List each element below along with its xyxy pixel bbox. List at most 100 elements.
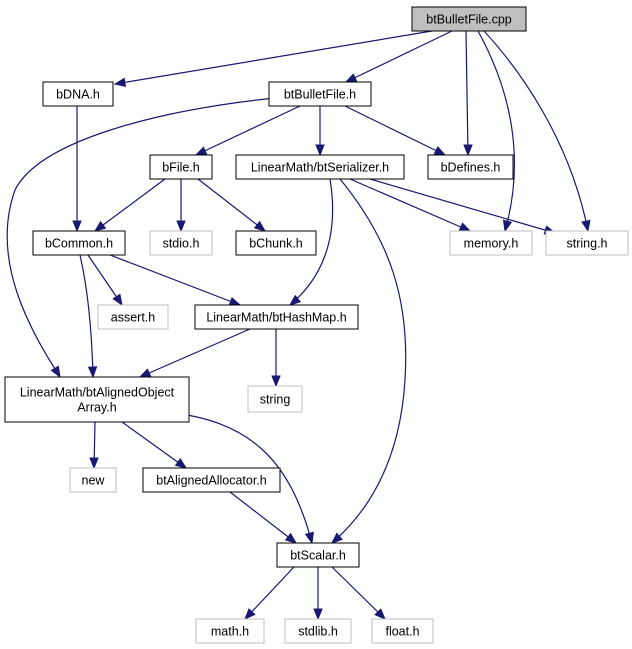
edge-line — [331, 178, 407, 544]
edge-line — [114, 30, 433, 85]
node-label: btScalar.h — [290, 549, 346, 563]
node-label: btBulletFile.cpp — [426, 13, 512, 27]
node-btSerializer-h[interactable]: LinearMath/btSerializer.h — [235, 154, 405, 180]
node-float-h: float.h — [371, 618, 434, 644]
arrowhead — [458, 222, 472, 232]
edge-bFile_h-to-bChunk_h — [197, 178, 267, 232]
node-box — [247, 385, 303, 413]
edge-btScalar_h-to-math_h — [244, 566, 295, 620]
arrowhead — [313, 608, 323, 621]
node-box — [276, 542, 360, 568]
edge-line — [229, 491, 297, 544]
node-box — [42, 81, 114, 107]
arrowhead — [374, 608, 386, 620]
node-bDNA-h[interactable]: bDNA.h — [42, 81, 114, 107]
arrowhead — [330, 532, 343, 544]
edge-line — [289, 178, 334, 306]
node-btBulletFile-h[interactable]: btBulletFile.h — [268, 81, 372, 107]
edge-line — [244, 566, 295, 620]
node-box — [149, 230, 213, 256]
node-label: memory.h — [464, 237, 519, 251]
node-bChunk-h[interactable]: bChunk.h — [235, 230, 317, 256]
arrowhead — [284, 532, 298, 544]
edge-line — [369, 178, 556, 234]
edge-bFile_h-to-stdio_h — [176, 179, 186, 233]
node-box — [268, 81, 372, 107]
node-box — [235, 230, 317, 256]
arrowhead — [113, 77, 127, 88]
node-box — [194, 304, 359, 330]
node-label: btBulletFile.h — [284, 88, 356, 102]
edge-bCommon_h-to-assert_h — [87, 254, 123, 307]
edge-line — [345, 30, 453, 83]
edge-layer — [6, 30, 591, 621]
edge-btBulletFile_h-to-btAlignedObjectArray_h — [6, 97, 276, 379]
node-label: stdio.h — [163, 237, 200, 251]
arrowhead — [253, 220, 267, 232]
edge-line — [477, 30, 515, 232]
node-layer: btBulletFile.cpp bDNA.h btBulletFile.h bFil… — [4, 6, 629, 644]
arrowhead — [288, 294, 302, 306]
node-label: stdlib.h — [298, 625, 338, 639]
edge-btBulletFile_cpp-to-bDNA_h — [113, 30, 433, 88]
node-label: new — [82, 474, 106, 488]
edge-line — [331, 566, 386, 620]
node-label: bChunk.h — [249, 237, 303, 251]
node-bFile-h[interactable]: bFile.h — [149, 154, 213, 180]
node-bCommon-h[interactable]: bCommon.h — [32, 230, 126, 256]
node-math-h: math.h — [195, 618, 265, 644]
edge-line — [483, 30, 589, 232]
node-box — [371, 618, 434, 644]
edge-btAlignedObjectArray_h-to-new — [89, 421, 99, 470]
node-label: assert.h — [111, 311, 156, 325]
node-box — [427, 154, 514, 180]
arrowhead — [244, 608, 256, 620]
arrowhead — [194, 146, 208, 156]
edge-btSerializer_h-to-btScalar_h — [330, 178, 407, 544]
node-btBulletFile-cpp[interactable]: btBulletFile.cpp — [411, 6, 527, 32]
node-box — [411, 6, 527, 32]
edge-line — [465, 30, 469, 156]
arrowhead — [112, 293, 123, 307]
node-btHashMap-h[interactable]: LinearMath/btHashMap.h — [194, 304, 359, 330]
arrowhead — [228, 296, 242, 306]
edge-btBulletFile_cpp-to-memory_h — [477, 30, 515, 233]
node-btScalar-h[interactable]: btScalar.h — [276, 542, 360, 568]
edge-btScalar_h-to-stdlib_h — [313, 567, 323, 621]
edge-btBulletFile_cpp-to-btBulletFile_h — [344, 30, 453, 83]
node-box — [195, 618, 265, 644]
arrowhead — [87, 366, 98, 379]
edge-btBulletFile_h-to-bFile_h — [194, 105, 301, 156]
node-label: string — [260, 393, 291, 407]
node-string-h: string.h — [545, 230, 629, 256]
edge-btBulletFile_cpp-to-bDefines_h — [463, 30, 473, 157]
arrowhead — [502, 219, 513, 233]
edge-bCommon_h-to-btAlignedObjectArray_h — [79, 254, 98, 379]
node-label: math.h — [211, 625, 249, 639]
node-label: LinearMath/btHashMap.h — [206, 311, 346, 325]
edge-line — [164, 411, 313, 544]
edge-btHashMap_h-to-btAlignedObjectArray_h — [138, 328, 251, 378]
arrowhead — [174, 457, 188, 469]
node-box — [32, 230, 126, 256]
node-label: float.h — [385, 625, 419, 639]
arrowhead — [72, 220, 82, 233]
node-label: bDefines.h — [441, 161, 501, 175]
edge-btAlignedObjectArray_h-to-btScalar_h — [164, 411, 314, 545]
edge-line — [195, 105, 301, 156]
edge-bFile_h-to-bCommon_h — [93, 178, 166, 232]
node-bDefines-h[interactable]: bDefines.h — [427, 154, 514, 180]
node-memory-h: memory.h — [449, 230, 533, 256]
edge-btHashMap_h-to-string — [271, 329, 281, 388]
node-box — [149, 154, 213, 180]
node-btAlignedAllocator-h[interactable]: btAlignedAllocator.h — [142, 467, 281, 493]
arrowhead — [315, 144, 325, 157]
node-label: bDNA.h — [56, 88, 100, 102]
edge-btSerializer_h-to-btHashMap_h — [288, 178, 334, 306]
node-box — [449, 230, 533, 256]
arrowhead — [93, 220, 107, 232]
arrowhead — [138, 368, 152, 378]
node-box — [4, 376, 190, 423]
node-box — [545, 230, 629, 256]
